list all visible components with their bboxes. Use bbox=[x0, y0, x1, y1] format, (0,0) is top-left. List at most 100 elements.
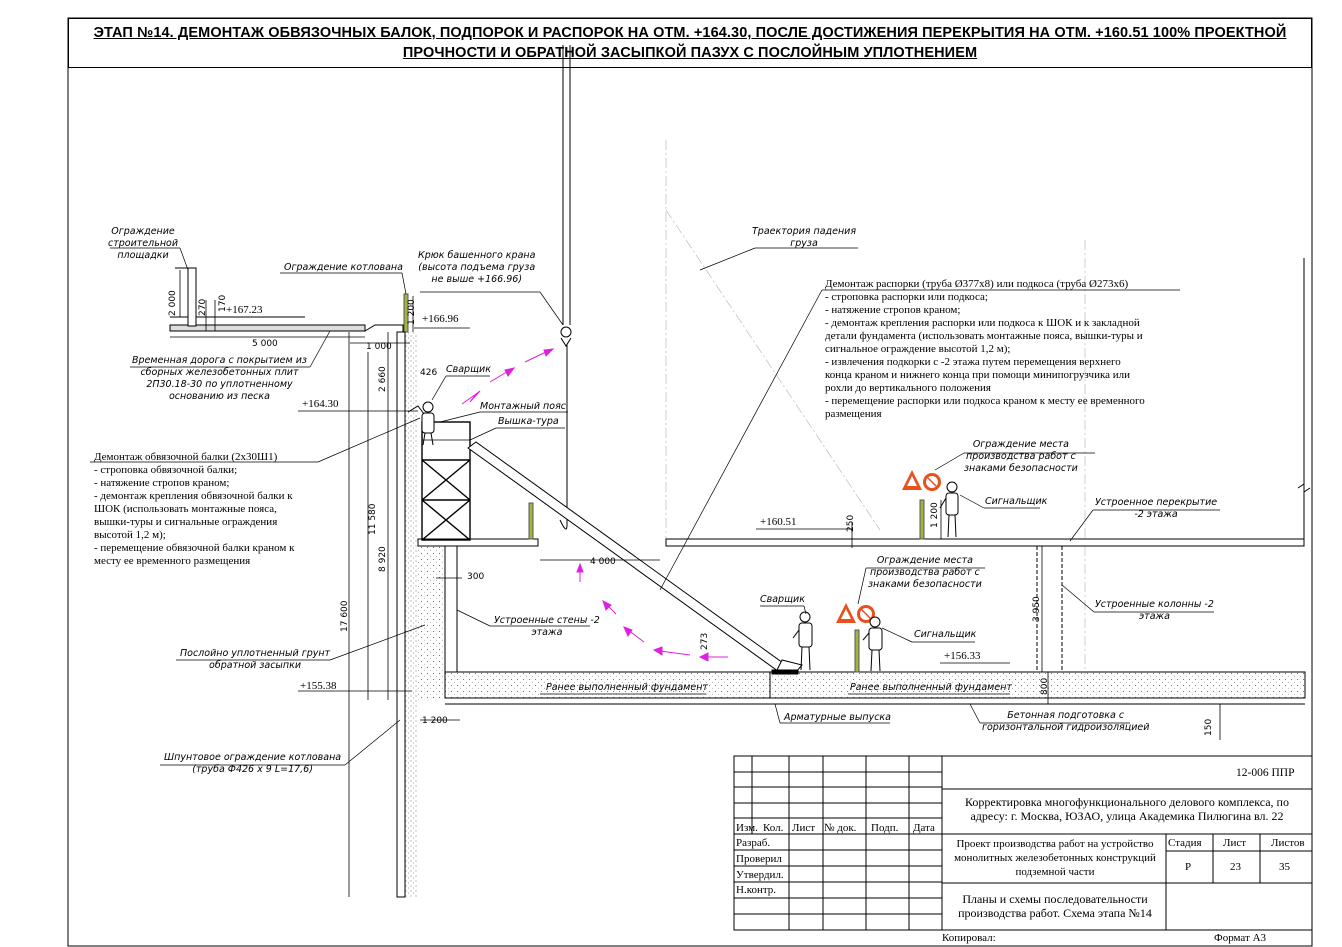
crane-hook-rope bbox=[559, 45, 571, 530]
stamp-header-kol: Кол. bbox=[763, 822, 784, 834]
dim-170: 170 bbox=[218, 294, 228, 312]
title-line-1: ЭТАП №14. ДЕМОНТАЖ ОБВЯЗОЧНЫХ БАЛОК, ПОД… bbox=[93, 25, 1287, 41]
stamp-sheets: 35 bbox=[1279, 861, 1290, 873]
stamp-copied: Копировал: bbox=[942, 932, 996, 944]
label-tower: Вышка-тура bbox=[498, 416, 559, 427]
dimension-lines bbox=[170, 270, 1221, 897]
label-mounting-belt: Монтажный пояс bbox=[480, 401, 567, 412]
stamp-doc-title: Проект производства работ на устройство … bbox=[954, 838, 1156, 878]
elevation-155-38: +155.38 bbox=[300, 680, 337, 692]
hook-icon bbox=[560, 326, 572, 347]
label-rebar: Арматурные выпуска bbox=[784, 712, 891, 723]
stamp-format: Формат А3 bbox=[1214, 932, 1267, 944]
strut-brace bbox=[467, 441, 803, 675]
dim-8920: 8 920 bbox=[378, 546, 388, 572]
stamp-plan-title: Планы и схемы последовательности произво… bbox=[958, 892, 1152, 920]
label-foundation-right: Ранее выполненный фундамент bbox=[850, 682, 1012, 693]
dim-150: 150 bbox=[1204, 718, 1214, 736]
label-signaller-top: Сигнальщик bbox=[985, 496, 1048, 507]
elevation-166-96: +166.96 bbox=[422, 313, 459, 325]
wall-minus-2 bbox=[444, 545, 458, 673]
note-beam-removal: Демонтаж обвязочной балки (2х30Ш1)- стро… bbox=[94, 451, 295, 567]
dim-273: 273 bbox=[700, 632, 710, 650]
stamp-stage-header: Стадия bbox=[1168, 837, 1202, 849]
label-signaller-bottom: Сигнальщик bbox=[914, 629, 977, 640]
slab-left bbox=[417, 538, 539, 547]
stamp-sheets-header: Листов bbox=[1271, 837, 1305, 849]
dim-270: 270 bbox=[198, 298, 208, 316]
slab-right bbox=[665, 538, 1305, 547]
sheet-title: ЭТАП №14. ДЕМОНТАЖ ОБВЯЗОЧНЫХ БАЛОК, ПОД… bbox=[68, 18, 1312, 68]
dim-300: 300 bbox=[467, 572, 485, 582]
dim-1200-top: 1 200 bbox=[407, 299, 417, 325]
scaffold-tower bbox=[421, 421, 471, 541]
dim-800: 800 bbox=[1040, 677, 1050, 695]
title-line-2: ПРОЧНОСТИ И ОБРАТНОЙ ЗАСЫПКОЙ ПАЗУХ С ПО… bbox=[402, 45, 978, 61]
dim-250: 250 bbox=[846, 514, 856, 532]
title-block-grid bbox=[733, 755, 1313, 931]
stamp-role-developer: Разраб. bbox=[736, 837, 771, 849]
dim-17600: 17 600 bbox=[340, 600, 350, 633]
label-foundation-left: Ранее выполненный фундамент bbox=[546, 682, 708, 693]
post-bottom bbox=[854, 629, 860, 673]
dim-11580: 11 580 bbox=[368, 503, 378, 536]
temporary-road bbox=[169, 267, 404, 335]
worker-signaller-top-icon bbox=[939, 481, 959, 538]
worker-signaller-bottom-icon bbox=[862, 616, 883, 672]
dim-1000: 1 000 bbox=[366, 342, 392, 352]
stamp-role-checked: Проверил bbox=[736, 853, 782, 865]
stamp-sheet-header: Лист bbox=[1223, 837, 1247, 849]
warning-sign-icon bbox=[836, 603, 875, 623]
post-left bbox=[528, 502, 534, 540]
leader-lines bbox=[90, 247, 1220, 766]
stamp-header-doc: № док. bbox=[824, 822, 857, 834]
stamp-code: 12-006 ППР bbox=[1236, 767, 1295, 779]
warning-sign-icon bbox=[902, 470, 941, 491]
dim-426: 426 bbox=[420, 368, 438, 378]
label-welder-top: Сварщик bbox=[446, 364, 491, 375]
dim-2000: 2 000 bbox=[168, 290, 178, 316]
elevation-167-23: +167.23 bbox=[226, 304, 263, 316]
elevation-156-33: +156.33 bbox=[944, 650, 981, 662]
columns bbox=[1036, 546, 1063, 672]
stamp-sheet: 23 bbox=[1230, 861, 1241, 873]
stamp-header-sign: Подп. bbox=[871, 822, 899, 834]
post-top bbox=[919, 499, 925, 540]
stamp-role-approved: Утвердил. bbox=[736, 869, 784, 881]
stamp-header-date: Дата bbox=[913, 822, 935, 834]
elevation-160-51: +160.51 bbox=[760, 516, 797, 528]
label-slab: Устроенное перекрытие-2 этажа bbox=[1095, 497, 1218, 520]
elevation-164-30: +164.30 bbox=[302, 398, 339, 410]
worker-welder-bottom-icon bbox=[792, 611, 813, 671]
movement-arrows bbox=[461, 348, 728, 662]
label-pit-fence: Ограждение котлована bbox=[284, 262, 403, 273]
dim-4000: 4 000 bbox=[590, 557, 616, 567]
label-sheet-pile: Шпунтовое ограждение котлована(труба Ф42… bbox=[164, 752, 342, 775]
fall-trajectory-lines bbox=[665, 140, 1086, 675]
dim-5000: 5 000 bbox=[252, 339, 278, 349]
stamp-header-izm: Изм. bbox=[736, 822, 758, 834]
label-crane-hook: Крюк башенного крана(высота подъема груз… bbox=[418, 250, 536, 285]
dim-1200-sign: 1 200 bbox=[930, 502, 940, 528]
dim-1200-bottom: 1 200 bbox=[422, 716, 448, 726]
dim-3950: 3 950 bbox=[1032, 596, 1042, 622]
dim-2660: 2 660 bbox=[378, 366, 388, 392]
sheet-pile-wall bbox=[396, 331, 417, 898]
stamp-project: Корректировка многофункционального делов… bbox=[965, 795, 1289, 823]
worker-welder-top-icon bbox=[407, 401, 435, 446]
stamp-header-list: Лист bbox=[792, 822, 816, 834]
stamp-stage: Р bbox=[1185, 861, 1192, 873]
backfill-soil bbox=[417, 540, 445, 700]
note-strut-removal: Демонтаж распорки (труба Ø377х8) или под… bbox=[825, 278, 1145, 420]
